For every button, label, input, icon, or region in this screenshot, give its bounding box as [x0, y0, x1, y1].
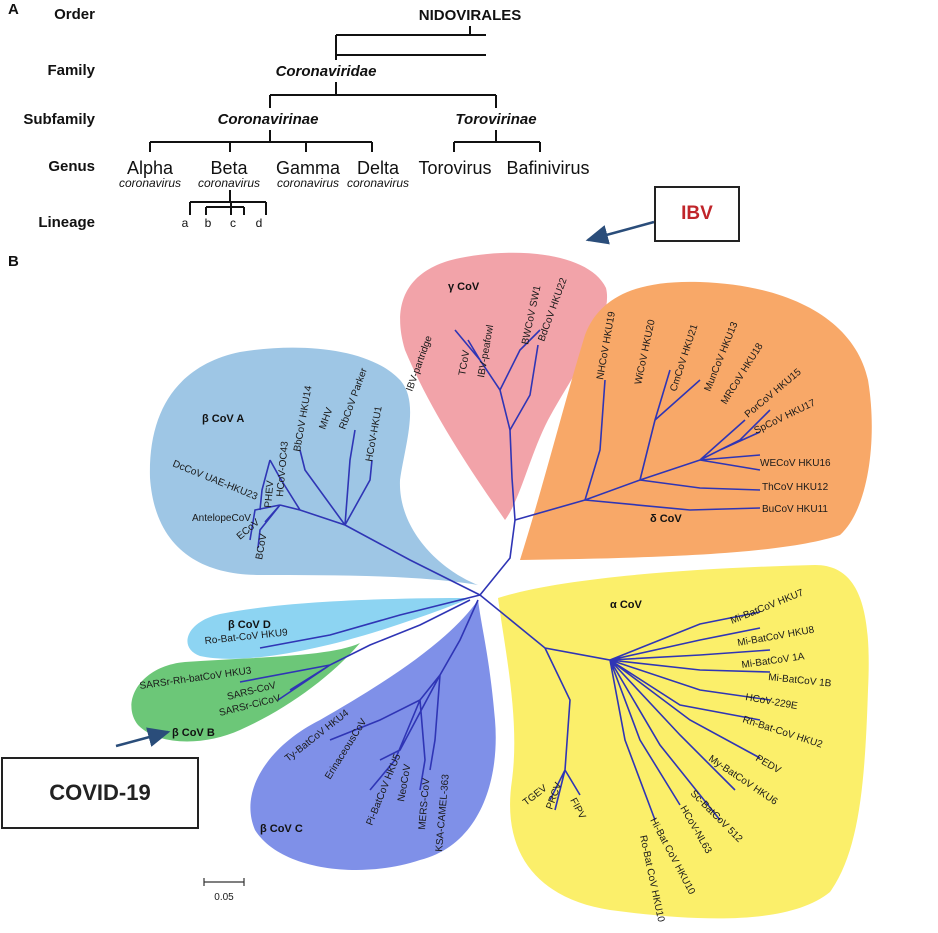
- genus-beta-suffix: coronavirus: [198, 176, 260, 190]
- leaf-bcov: BCoV: [254, 533, 269, 561]
- subfamily-coronavirinae: Coronavirinae: [218, 111, 319, 128]
- clade-betaC-region: [250, 600, 496, 870]
- leaf-bucov-hku11: BuCoV HKU11: [762, 504, 828, 515]
- lineage-d: d: [256, 216, 263, 230]
- row-label-genus: Genus: [48, 158, 95, 175]
- clade-betaB-region: [131, 643, 360, 742]
- leaf-tcov: TCoV: [457, 349, 472, 376]
- clade-label-betaA: β CoV A: [202, 413, 244, 425]
- subfamily-torovirinae: Torovirinae: [455, 111, 536, 128]
- ibv-arrow: [585, 220, 655, 245]
- clade-label-alpha: α CoV: [610, 599, 642, 611]
- row-label-family: Family: [47, 62, 95, 79]
- genus-torovirus: Torovirus: [418, 158, 491, 178]
- genus-gamma-suffix: coronavirus: [277, 176, 339, 190]
- row-label-order: Order: [54, 6, 95, 23]
- lineage-b: b: [205, 216, 212, 230]
- row-label-lineage: Lineage: [38, 214, 95, 231]
- scale-bar-label: 0.05: [214, 892, 234, 903]
- genus-gamma: Gamma: [276, 158, 341, 178]
- panel-b-label: B: [8, 253, 19, 270]
- row-label-subfamily: Subfamily: [23, 111, 95, 128]
- panel-a-label: A: [8, 1, 19, 18]
- leaf-mers-cov: MERS-CoV: [417, 777, 432, 830]
- ibv-callout-box: IBV: [654, 186, 740, 242]
- clade-label-betaD: β CoV D: [228, 619, 271, 631]
- clade-label-betaC: β CoV C: [260, 823, 303, 835]
- genus-alpha-suffix: coronavirus: [119, 176, 181, 190]
- genus-delta-suffix: coronavirus: [347, 176, 409, 190]
- clade-alpha-region: [498, 565, 869, 919]
- genus-delta: Delta: [357, 158, 400, 178]
- covid-callout-box: COVID-19: [1, 757, 199, 829]
- scale-bar: 0.05: [203, 878, 245, 903]
- clade-label-delta: δ CoV: [650, 513, 682, 525]
- genus-bafinivirus: Bafinivirus: [506, 158, 589, 178]
- covid-callout-label: COVID-19: [49, 780, 151, 805]
- leaf-antelopecov: AntelopeCoV: [192, 513, 251, 524]
- taxonomy-tree-lines: [149, 26, 541, 215]
- clade-delta-region: [520, 281, 872, 560]
- leaf-thcov-hku12: ThCoV HKU12: [762, 482, 829, 493]
- phylogenetic-tree-branches: [239, 329, 771, 821]
- genus-alpha: Alpha: [127, 158, 174, 178]
- family-name: Coronaviridae: [276, 63, 377, 80]
- clade-label-betaB: β CoV B: [172, 727, 215, 739]
- ibv-callout-label: IBV: [681, 203, 713, 224]
- genus-beta: Beta: [210, 158, 248, 178]
- clade-betaA-region: [149, 347, 478, 585]
- leaf-phev: PHEV: [263, 480, 276, 508]
- panel-a-taxonomy: A Order Family Subfamily Genus Lineage N…: [8, 1, 590, 231]
- covid-arrow: [115, 727, 171, 748]
- panel-b-phylogeny: B IBV-partridge TCoV IBV-peafowl BWCoV S…: [8, 220, 872, 923]
- leaf-hcov-oc43: HCoV-OC43: [275, 441, 291, 498]
- lineage-c: c: [230, 216, 236, 230]
- leaf-wecov-hku16: WECoV HKU16: [760, 458, 831, 469]
- clade-label-gamma: γ CoV: [448, 281, 480, 293]
- clade-betaD-region: [187, 598, 470, 659]
- clade-gamma-region: [400, 252, 608, 520]
- lineage-a: a: [182, 216, 189, 230]
- order-name: NIDOVIRALES: [419, 7, 522, 24]
